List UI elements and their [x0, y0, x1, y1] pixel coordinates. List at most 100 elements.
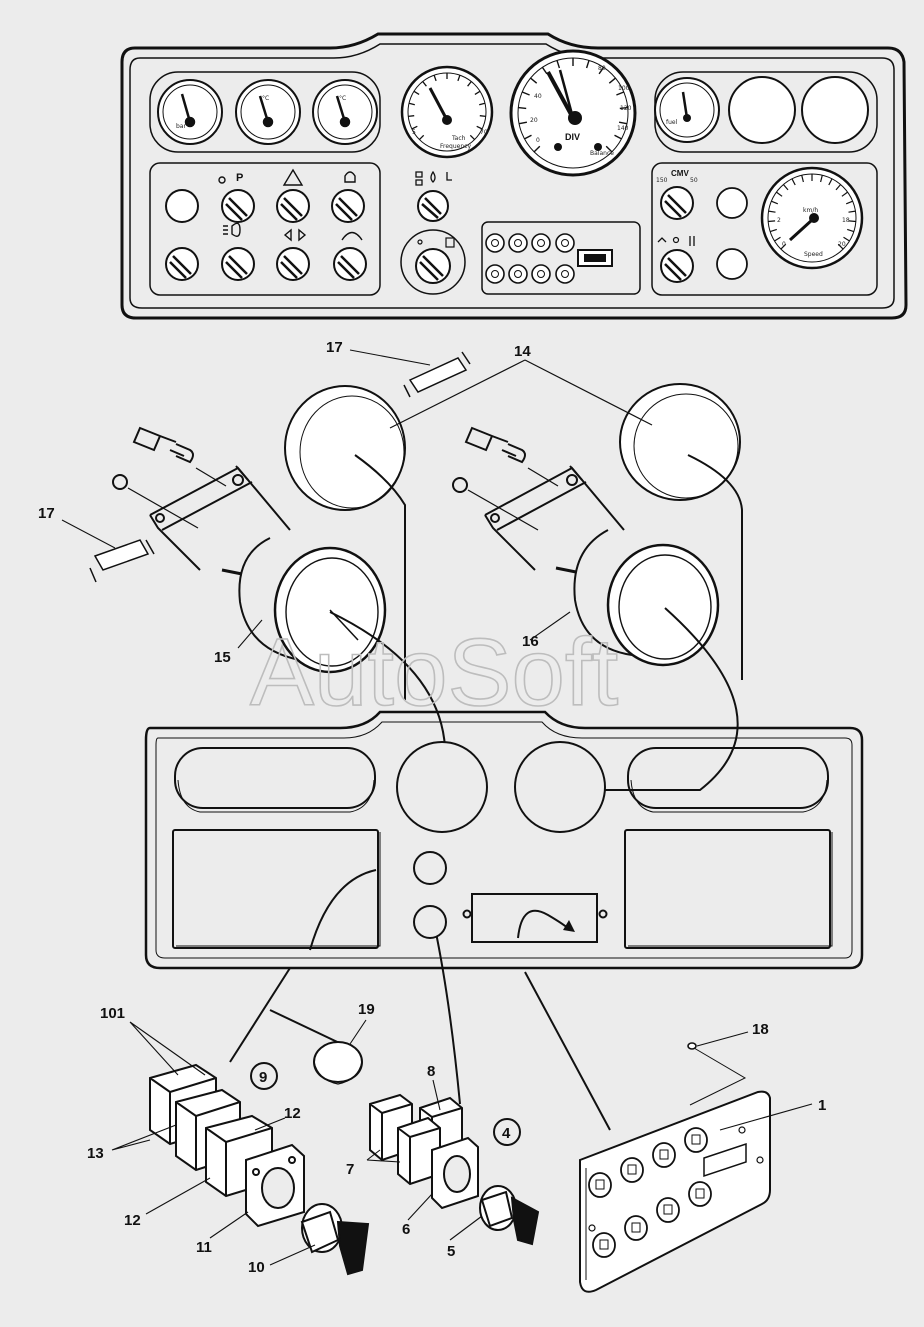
speedometer-tick — [618, 121, 628, 125]
parking-light-switch-knob-grip — [225, 197, 248, 221]
autosoft-watermark: AutoSoft — [250, 619, 618, 726]
warning-lamp-icon — [514, 239, 522, 247]
tachometer-tick — [457, 74, 461, 82]
wiper-switch-knob-grip — [337, 255, 360, 279]
warning-lamp-icon — [537, 239, 545, 247]
aux-gauge-tick — [774, 236, 781, 242]
aux-gauge-tick — [835, 184, 842, 191]
tachometer-tick — [476, 125, 483, 130]
tachometer-tick — [479, 115, 486, 118]
warning-lamp-icon — [491, 270, 499, 278]
callout-4: 4 — [502, 1125, 511, 1142]
lamp-icon-1 — [415, 171, 423, 178]
speedometer-tick — [616, 91, 625, 96]
warning-lamp — [531, 264, 551, 284]
tachometer-tick — [413, 90, 420, 95]
aux-gauge-tick — [780, 243, 787, 250]
tachometer-tick — [479, 102, 486, 106]
speedometer-tick — [585, 60, 590, 69]
callout-15: 15 — [214, 649, 231, 666]
warning-lamp — [508, 233, 528, 253]
start-icon — [445, 237, 455, 248]
tachometer-brand2: Frequency — [440, 143, 471, 150]
beacon-switch-knob-grip — [335, 197, 358, 221]
callout-circle-9 — [250, 1062, 278, 1090]
blank-gauge-slot-2 — [801, 76, 869, 144]
panel-lamp — [620, 1157, 644, 1183]
aux-gauge-tick-0: 0 — [782, 241, 786, 248]
speedometer-tick — [533, 145, 541, 153]
part-1-warning-lamp-panel — [579, 1090, 771, 1293]
tachometer-tick — [474, 90, 481, 95]
headlight-icon — [223, 222, 241, 237]
panel-lamp-icon — [659, 1149, 669, 1160]
aux-gauge-tick — [848, 220, 856, 223]
left-switch-stack — [149, 1063, 370, 1276]
cmv-label: CMV — [671, 169, 689, 178]
warning-lamp — [531, 233, 551, 253]
axle-icon — [689, 236, 695, 246]
blank-switch-slot-2 — [716, 248, 748, 280]
aux-gauge-tick — [828, 178, 833, 186]
blank-gauge-slot-1 — [728, 76, 796, 144]
aux-gauge-tick — [820, 175, 823, 183]
part-14-gauge-lenses — [284, 359, 741, 511]
tachometer-tick — [408, 115, 415, 118]
callout-12-bottom: 12 — [124, 1212, 141, 1229]
panel-lamp-icon — [627, 1164, 637, 1175]
callout-13: 13 — [87, 1145, 104, 1162]
part-18-screw — [687, 1042, 747, 1106]
turn-signal-switch-knob-grip — [280, 255, 303, 279]
oil-gauge-unit: bar — [176, 123, 186, 130]
beacon-icon — [344, 171, 356, 183]
speedometer-tick — [518, 106, 527, 110]
right-switch-stack — [369, 1093, 540, 1246]
aux-gauge-tick — [847, 228, 854, 233]
speedometer-tick — [541, 66, 548, 75]
callout-12-top: 12 — [284, 1105, 301, 1122]
aux-gauge-tick — [791, 178, 796, 186]
aux-gauge-tick — [845, 200, 853, 205]
hazard-icon — [282, 168, 304, 186]
warning-lamp-icon — [491, 239, 499, 247]
fuel-gauge-unit: fuel — [666, 119, 678, 126]
tachometer-tick — [433, 74, 437, 82]
panel-lamp — [656, 1197, 680, 1223]
speedo-top-label: 80 — [598, 65, 606, 72]
aux-gauge-tick — [841, 191, 848, 197]
aux-gauge-unit: km/h — [803, 207, 818, 214]
callout-5: 5 — [447, 1243, 455, 1260]
speedo-brand-label: Balance — [590, 150, 614, 157]
cmv-150-label: 150 — [656, 177, 668, 184]
oil-drop-icon — [430, 170, 436, 183]
aux-gauge-tick — [848, 210, 856, 213]
part-17-top-label-plate — [349, 349, 471, 398]
warning-lamp — [508, 264, 528, 284]
fog-light-switch-knob-grip — [225, 255, 248, 279]
speedometer: 80 100 120 140 0 20 40 DIV Balance — [509, 49, 637, 177]
panel-lamp — [684, 1127, 708, 1153]
panel-lamp-icon — [599, 1239, 609, 1250]
aux-gauge-tick — [801, 175, 804, 183]
callout-9: 9 — [259, 1069, 267, 1086]
speedometer-tick — [619, 106, 628, 110]
tachometer-brand: Tach — [451, 135, 466, 142]
warning-lamp-icon — [561, 270, 569, 278]
ignition-switch-bezel — [400, 229, 466, 295]
tachometer-min: 5 — [412, 129, 416, 136]
callout-1: 1 — [818, 1097, 826, 1114]
callout-7: 7 — [346, 1161, 354, 1178]
speedo-r1-label: 100 — [618, 85, 630, 92]
speedometer-tick — [530, 77, 538, 84]
speedometer-tick — [524, 134, 532, 140]
diff-lock-icon — [657, 237, 667, 243]
indicator-lamp-icon — [218, 176, 226, 184]
panel-lamp — [688, 1181, 712, 1207]
headlight-height-switch-knob-grip — [169, 255, 192, 279]
panel-lamp-icon — [631, 1222, 641, 1233]
aux-gauge-caption: Speed — [804, 251, 823, 258]
callout-8: 8 — [427, 1063, 435, 1080]
aux-gauge-tick-18: 18 — [842, 217, 850, 224]
part-17-left-label-plate — [61, 519, 155, 583]
